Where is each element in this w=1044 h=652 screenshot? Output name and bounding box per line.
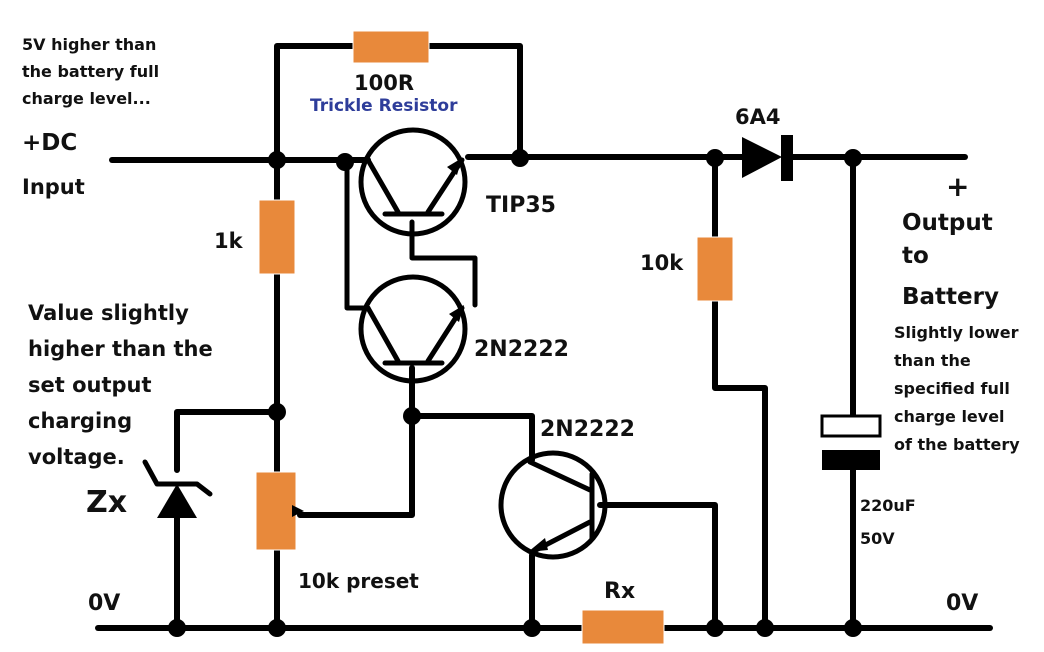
divider-bottom <box>712 295 768 631</box>
output-label-line-2: to <box>902 243 929 269</box>
q1-emitter-q2 <box>409 219 478 308</box>
output-note-line-2: than the <box>894 351 971 370</box>
ground-right-label: 0V <box>946 591 978 616</box>
zener-label: Zx <box>86 485 127 520</box>
r-div-label: 10k <box>640 251 684 275</box>
input-label: Input <box>22 175 85 199</box>
q3-label: 2N2222 <box>540 417 635 442</box>
output-note-line-5: of the battery <box>894 435 1020 454</box>
q2-to-q3-collector <box>409 413 535 463</box>
diode-6a4 <box>742 135 793 181</box>
trickle-resistor-value: 100R <box>354 71 414 95</box>
zener-note-line-3: set output <box>28 373 152 397</box>
input-note-line-3: charge level... <box>22 89 151 108</box>
transistor-2n2222-upper <box>358 274 468 384</box>
junction-dots <box>168 149 862 637</box>
output-label-line-1: Output <box>902 210 993 236</box>
input-note-line-1: 5V higher than <box>22 35 156 54</box>
input-note-line-2: the battery full <box>22 62 159 81</box>
zener-note-line-2: higher than the <box>28 337 213 361</box>
capacitor <box>820 414 882 470</box>
preset-wiper <box>297 413 415 518</box>
zener-note-line-4: charging <box>28 409 132 433</box>
output-note-line-1: Slightly lower <box>894 323 1019 342</box>
preset-potentiometer <box>255 471 304 551</box>
labels: 5V higher than the battery full charge l… <box>22 35 1020 616</box>
output-note-line-3: specified full <box>894 379 1010 398</box>
trickle-resistor <box>352 30 430 64</box>
cap-value-line-2: 50V <box>860 529 895 548</box>
zener-top <box>174 409 280 473</box>
resistor-10k <box>696 236 734 302</box>
preset-label: 10k preset <box>298 569 419 593</box>
q1-label: TIP35 <box>486 193 556 218</box>
resistor-1k <box>258 199 296 275</box>
output-plus-label: + <box>946 170 969 203</box>
zener-note-line-1: Value slightly <box>28 301 189 325</box>
rx-label: Rx <box>604 579 635 604</box>
output-note-line-4: charge level <box>894 407 1005 426</box>
trickle-resistor-name: Trickle Resistor <box>310 96 458 116</box>
resistor-rx <box>581 609 665 645</box>
diode-label: 6A4 <box>735 105 780 129</box>
dc-plus-label: +DC <box>22 130 77 156</box>
q2-label: 2N2222 <box>474 337 569 362</box>
r1-label: 1k <box>214 229 244 253</box>
zener-note-line-5: voltage. <box>28 445 125 469</box>
cap-value-line-1: 220uF <box>860 496 916 515</box>
transistor-tip35 <box>358 127 468 237</box>
ground-left-label: 0V <box>88 591 120 616</box>
q1-q2-collector-link <box>344 157 371 311</box>
q3-base-rx <box>597 502 718 631</box>
output-label-line-3: Battery <box>902 284 999 310</box>
transistor-2n2222-lower <box>498 450 608 560</box>
zener-diode <box>142 459 213 518</box>
